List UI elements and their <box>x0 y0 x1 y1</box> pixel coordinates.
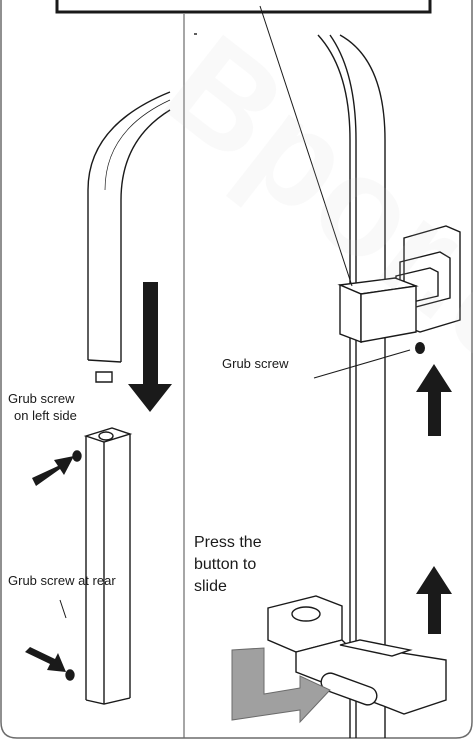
right-arrow-icon <box>32 456 74 486</box>
leader-line <box>259 5 353 287</box>
leader-line <box>59 599 67 619</box>
down-arrow-icon <box>128 282 172 412</box>
shower-rail <box>194 33 386 738</box>
top-callout-box <box>55 0 432 14</box>
right-arrow-icon <box>25 647 66 672</box>
label-grub-right: Grub screw <box>222 356 289 371</box>
leader-line <box>313 349 411 379</box>
up-arrow-icon <box>416 566 452 634</box>
label-press-1: Press the <box>194 534 262 551</box>
label-press-3: slide <box>194 578 227 595</box>
curved-top-section <box>87 91 171 383</box>
grub-screw-icon <box>415 342 425 354</box>
rail-clamp <box>337 277 419 344</box>
slider-holder <box>267 595 447 715</box>
slide-arrow-icon <box>231 647 331 724</box>
up-arrow-icon <box>416 364 452 436</box>
label-press-2: button to <box>194 556 257 573</box>
label-grub-left-1: Grub screw <box>8 391 75 406</box>
label-grub-left-2: on left side <box>14 408 77 423</box>
left-riser-tube <box>65 427 133 705</box>
label-grub-rear: Grub screw at rear <box>8 573 116 588</box>
